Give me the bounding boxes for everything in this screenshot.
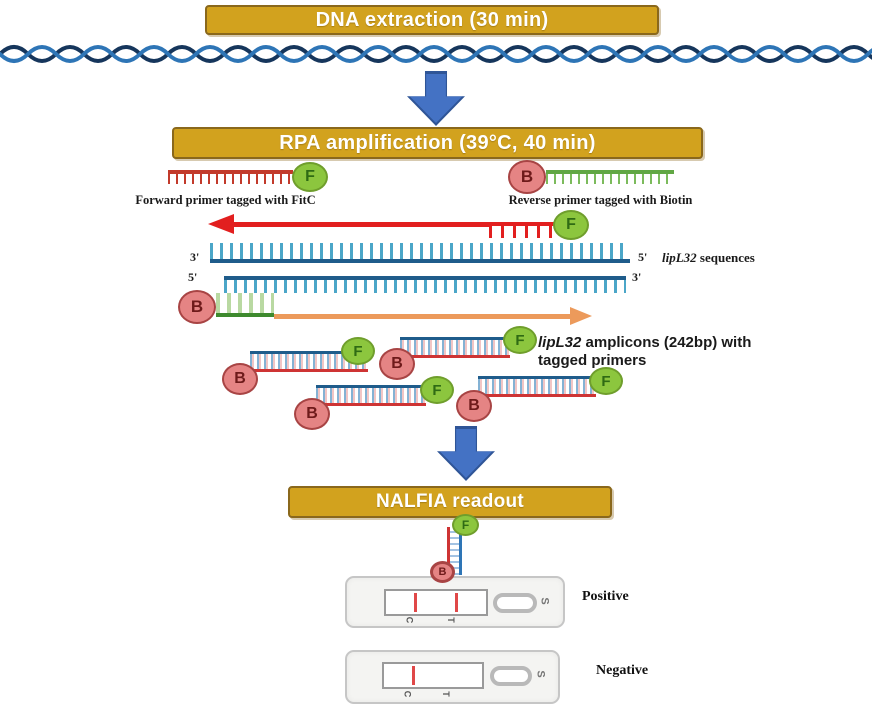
reverse-extension-arrow: [274, 307, 592, 325]
fitc-tag-badge: F: [553, 210, 589, 240]
annealed-reverse-primer-comb: [216, 293, 274, 317]
biotin-tag-badge: B: [294, 398, 330, 430]
fitc-tag-letter: F: [432, 381, 442, 399]
top-strand-3prime-label: 3': [190, 250, 200, 264]
amplicon-caption-suffix: amplicons (242bp) with tagged primers: [538, 334, 752, 369]
gene-name-italic: lipL32: [538, 334, 582, 351]
biotin-tag-badge: B: [222, 363, 258, 395]
forward-synthesis-arrow: [208, 214, 492, 234]
annealed-forward-primer-comb: [489, 222, 555, 238]
amplicon-caption: lipL32 amplicons (242bp) with tagged pri…: [538, 334, 793, 370]
amplicon-duplex: [316, 385, 426, 406]
amplicon-duplex: [478, 376, 596, 397]
dna-helix-strand-light: [0, 45, 872, 63]
biotin-tag-letter: B: [391, 355, 403, 372]
top-strand-5prime-label: 5': [638, 250, 648, 264]
fitc-tag-badge: F: [341, 337, 375, 365]
control-line: [412, 666, 415, 685]
negative-result-label: Negative: [596, 663, 649, 678]
fitc-tag-letter: F: [353, 342, 363, 360]
biotin-tag-letter: B: [306, 405, 318, 422]
fitc-tag-letter: F: [305, 168, 315, 185]
reverse-extension-line: [274, 313, 570, 319]
test-line: [455, 593, 458, 612]
forward-primer-caption: Forward primer tagged with FitC: [135, 193, 316, 207]
control-line-label: C: [404, 616, 415, 624]
fitc-tag-badge: F: [452, 514, 479, 536]
sample-well-label: S: [538, 597, 551, 605]
fitc-tag-letter: F: [601, 372, 611, 390]
biotin-tag-badge: B: [456, 390, 492, 422]
reverse-primer-caption: Reverse primer tagged with Biotin: [508, 193, 693, 207]
result-window: [382, 662, 484, 689]
control-line: [414, 593, 417, 612]
biotin-tag-letter: B: [234, 370, 246, 387]
fitc-tag-letter: F: [515, 331, 525, 349]
fitc-tag-letter: F: [566, 216, 576, 233]
bottom-strand-5prime-label: 5': [188, 270, 198, 284]
biotin-tag-letter: B: [520, 167, 534, 186]
result-window: [384, 589, 488, 616]
left-arrowhead-icon: [208, 214, 234, 234]
dna-extraction-step-label: DNA extraction (30 min): [315, 8, 549, 31]
fitc-tag-badge: F: [503, 326, 537, 354]
sample-well: [490, 666, 532, 686]
fitc-tag-badge: F: [589, 367, 623, 395]
biotin-tag-letter: B: [438, 566, 447, 578]
positive-result-label: Positive: [582, 589, 629, 604]
dna-helix-illustration: [0, 45, 872, 63]
amplicon-duplex: [250, 351, 368, 372]
template-top-strand: [210, 243, 630, 263]
biotin-tag-badge: B: [430, 561, 455, 583]
positive-test-cassette: C T S: [345, 576, 565, 628]
template-gene-label: lipL32 sequences: [662, 250, 755, 266]
rpa-amplification-step-banner: RPA amplification (39°C, 40 min): [172, 127, 703, 159]
amplicon-duplex: [400, 337, 510, 358]
template-bottom-strand: [224, 276, 626, 293]
bottom-strand-3prime-label: 3': [632, 270, 642, 284]
nalfia-readout-step-banner: NALFIA readout: [288, 486, 612, 518]
nalfia-readout-step-label: NALFIA readout: [375, 491, 525, 512]
sample-well: [493, 593, 537, 613]
forward-primer-comb: [168, 170, 293, 184]
gene-label-suffix: sequences: [696, 250, 755, 265]
biotin-tag-badge: B: [508, 160, 546, 194]
right-arrowhead-icon: [570, 307, 592, 325]
sample-well-label: S: [534, 670, 547, 678]
fitc-tag-badge: F: [292, 162, 328, 192]
control-line-label: C: [402, 690, 413, 698]
fitc-tag-badge: F: [420, 376, 454, 404]
dna-extraction-step-banner: DNA extraction (30 min): [205, 5, 659, 35]
down-arrow-fill: [440, 429, 492, 478]
biotin-tag-letter: B: [468, 397, 480, 414]
test-line-label: T: [445, 617, 456, 623]
reverse-primer-comb: [546, 170, 674, 184]
gene-name-italic: lipL32: [662, 250, 697, 265]
biotin-tag-badge: B: [178, 290, 216, 324]
fitc-tag-letter: F: [461, 518, 470, 532]
test-line-label: T: [440, 691, 451, 697]
down-arrow-icon: [407, 71, 465, 126]
negative-test-cassette: C T S: [345, 650, 560, 704]
biotin-tag-letter: B: [190, 297, 204, 316]
biotin-tag-badge: B: [379, 348, 415, 380]
down-arrow-icon: [437, 426, 495, 481]
forward-synthesis-line: [234, 221, 492, 227]
down-arrow-fill: [410, 74, 462, 123]
rpa-amplification-step-label: RPA amplification (39°C, 40 min): [279, 131, 596, 154]
